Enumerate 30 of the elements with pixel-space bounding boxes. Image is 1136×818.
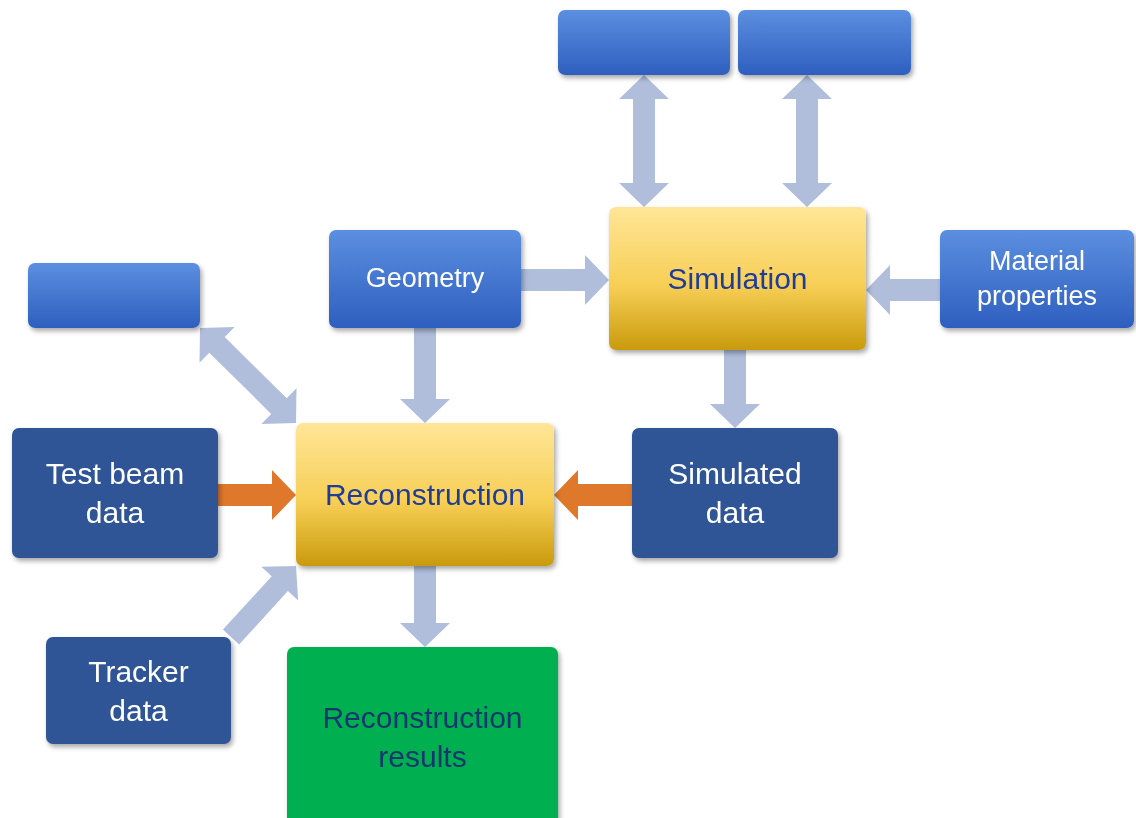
block-arrow [218,470,296,520]
block-arrow [554,470,632,520]
node-label: Simulation [667,261,808,297]
node-label: Reconstruction [324,477,526,513]
block-arrow [199,327,297,424]
block-arrow [521,255,609,305]
block-arrow [619,75,669,207]
block-arrow [710,350,760,428]
process-box [329,230,521,328]
node-label: Material properties [975,244,1099,313]
node-label: Geometry [365,262,485,296]
empty-box [558,10,730,75]
process-box [296,423,554,566]
process-box [940,230,1134,328]
block-arrow [782,75,832,207]
block-arrow [400,566,450,647]
process-box [609,207,866,350]
data-box [46,637,231,744]
node-label: Tracker data [87,653,190,729]
data-box [12,428,218,558]
node-label: Test beam data [44,456,186,531]
block-arrow [866,265,940,315]
block-arrow [222,566,299,645]
result-box [287,647,558,818]
node-label: Simulated data [667,456,803,531]
data-box [632,428,838,558]
empty-box [738,10,911,75]
empty-box [28,263,200,328]
node-label: Reconstruction results [321,700,524,775]
block-arrow [400,328,450,423]
